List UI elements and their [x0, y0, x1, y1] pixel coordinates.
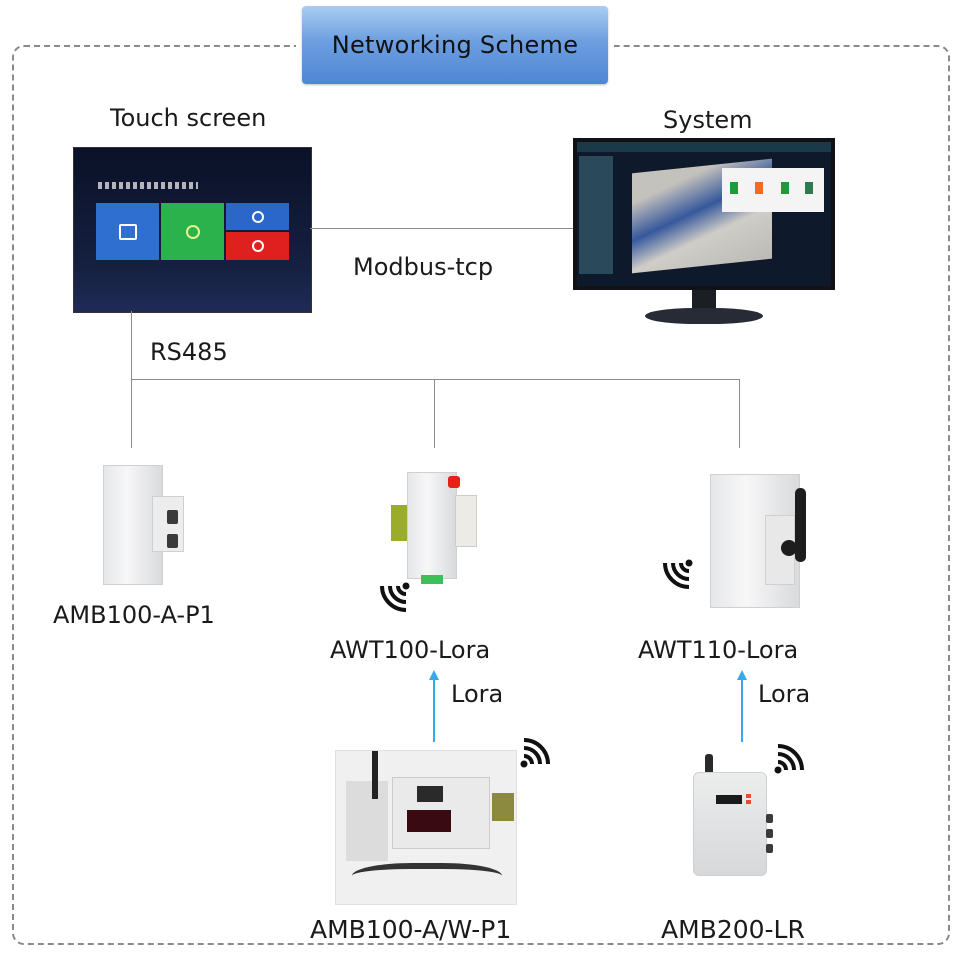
led-indicator [448, 476, 460, 488]
amb100-a-w-p1-label: AMB100-A/W-P1 [310, 915, 512, 944]
amb100-a-w-p1-device [335, 750, 517, 905]
side-button [766, 814, 773, 823]
modbus-label: Modbus-tcp [353, 253, 494, 281]
monitor-icon [118, 223, 137, 240]
diagram-title: Networking Scheme [331, 31, 579, 59]
alarm-icon [251, 210, 264, 223]
wifi-signal-icon [380, 582, 410, 612]
rs485-drop-awt110 [739, 379, 740, 448]
lora-label-right: Lora [758, 680, 811, 708]
lora-arrow-head-left [429, 670, 439, 680]
touch-tile-monitor [96, 203, 159, 260]
wifi-signal-icon [774, 744, 804, 774]
fault-icon [251, 240, 264, 252]
system-monitor [573, 138, 835, 290]
modbus-link-line [310, 228, 573, 229]
side-button [766, 844, 773, 853]
awt110-lora-label: AWT110-Lora [638, 636, 799, 664]
touch-tile-alarm [226, 203, 289, 230]
awt100-lora-device [407, 472, 457, 579]
system-topbar [577, 142, 831, 152]
monitor-stand-neck [692, 290, 716, 312]
amb100-a-p1-device [103, 465, 184, 585]
lora-arrow-right [741, 680, 743, 742]
system-label: System [663, 106, 753, 134]
lora-label-left: Lora [451, 680, 504, 708]
side-button [766, 829, 773, 838]
touch-tile-fault [226, 232, 289, 260]
ethernet-port [167, 510, 178, 524]
lora-arrow-head-right [737, 670, 747, 680]
rs485-label: RS485 [150, 338, 228, 366]
antenna-connector [781, 540, 797, 556]
touch-tile-energy [161, 203, 224, 260]
touch-screen-label: Touch screen [110, 104, 267, 132]
wifi-signal-icon [520, 738, 550, 768]
awt100-side-module [455, 495, 477, 547]
antenna [795, 488, 806, 562]
rs485-bus-line [131, 379, 739, 380]
terminal-block [421, 575, 443, 584]
system-status-panel [722, 168, 824, 212]
rs485-drop-awt100 [434, 379, 435, 448]
energy-icon [185, 224, 200, 239]
title-box: Networking Scheme [302, 6, 608, 84]
amb200-lr-device [693, 772, 767, 876]
monitor-stand-base [645, 308, 763, 324]
lora-arrow-left [433, 680, 435, 742]
touch-screen-device [73, 147, 312, 313]
touch-screen-heading [98, 182, 198, 189]
wifi-signal-icon [663, 559, 693, 589]
ethernet-port [167, 534, 178, 548]
amb100-a-p1-label: AMB100-A-P1 [53, 601, 215, 629]
awt100-lora-label: AWT100-Lora [330, 636, 491, 664]
system-sidebar [579, 156, 613, 274]
amb200-lr-label: AMB200-LR [661, 915, 805, 944]
